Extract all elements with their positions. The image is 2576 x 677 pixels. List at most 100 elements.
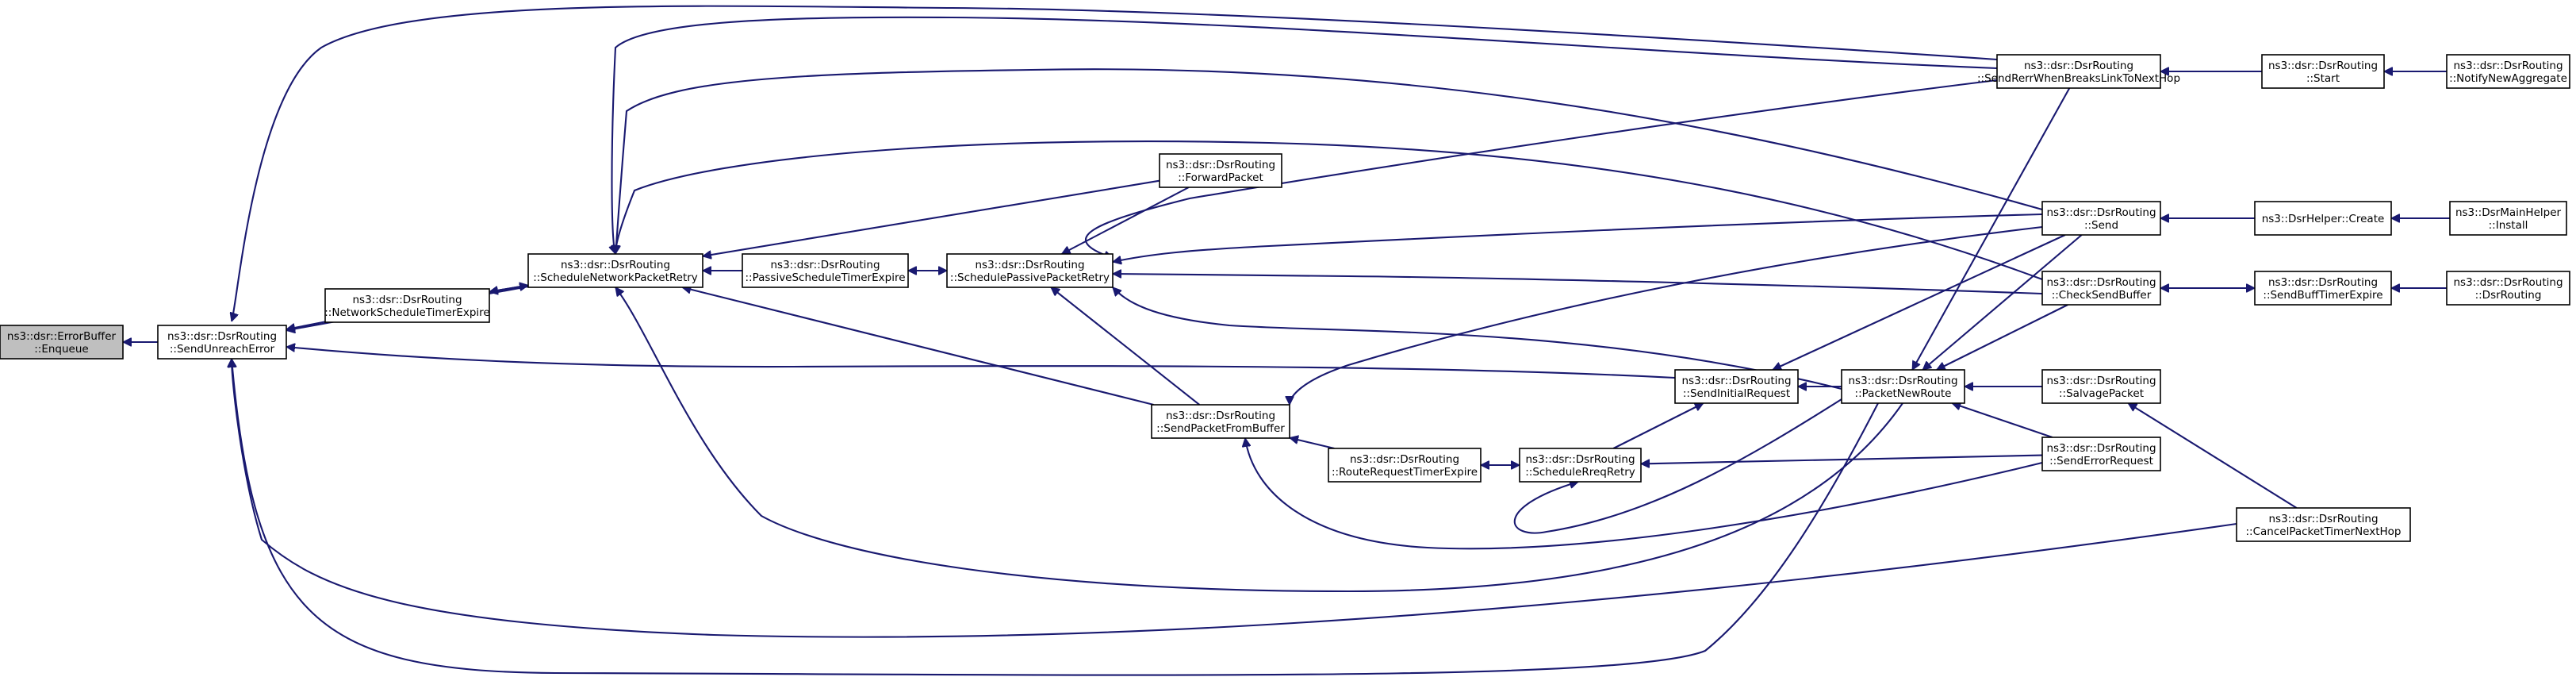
node-label: ::SendUnreachError: [170, 343, 275, 356]
call-edge: [1773, 234, 2066, 370]
node-box: [1328, 448, 1482, 483]
node-box: [527, 253, 703, 288]
call-edge: [2128, 402, 2298, 509]
graph-node[interactable]: ns3::dsr::DsrRouting::NotifyNewAggregate: [2446, 54, 2570, 89]
graph-node[interactable]: ns3::dsr::DsrRouting::NetworkScheduleTim…: [324, 288, 490, 323]
node-label: ns3::dsr::DsrRouting: [2453, 60, 2563, 72]
graph-node[interactable]: ns3::dsr::DsrRouting::SendErrorRequest: [2041, 437, 2161, 471]
graph-node[interactable]: ns3::dsr::DsrRouting::SendBuffTimerExpir…: [2254, 271, 2392, 306]
node-box: [2446, 54, 2570, 89]
node-label: ::SendRerrWhenBreaksLinkToNextHop: [1977, 72, 2180, 85]
graph-node[interactable]: ns3::dsr::DsrRouting::SendInitialRequest: [1674, 369, 1799, 404]
graph-node[interactable]: ns3::dsr::DsrRouting::SalvagePacket: [2041, 369, 2161, 404]
call-edge: [489, 285, 528, 293]
node-label: ns3::dsr::DsrRouting: [2268, 513, 2378, 525]
call-edge: [1113, 213, 2043, 262]
node-label: ns3::dsr::DsrRouting: [975, 259, 1084, 271]
node-label: ns3::DsrHelper::Create: [2262, 213, 2385, 225]
call-edge: [615, 140, 2043, 280]
node-label: ::SchedulePassivePacketRetry: [950, 271, 1110, 284]
node-label: ::CancelPacketTimerNextHop: [2245, 525, 2401, 538]
node-box: [2449, 201, 2567, 236]
node-label: ::Install: [2489, 219, 2528, 232]
call-edge: [1084, 79, 1998, 258]
node-box: [2236, 507, 2411, 542]
call-edge: [1245, 438, 2043, 550]
graph-node[interactable]: ns3::dsr::DsrRouting::SendRerrWhenBreaks…: [1977, 54, 2180, 89]
node-label: ns3::dsr::DsrRouting: [1166, 410, 1275, 422]
node-label: ns3::dsr::DsrRouting: [1525, 453, 1635, 466]
graph-node[interactable]: ns3::dsr::DsrRouting::PacketNewRoute: [1841, 369, 1965, 404]
node-box: [2041, 271, 2161, 306]
node-label: ns3::dsr::DsrRouting: [1681, 375, 1791, 387]
graph-node[interactable]: ns3::dsr::DsrRouting::SendPacketFromBuff…: [1151, 404, 1290, 439]
node-label: ::SendErrorRequest: [2049, 455, 2153, 467]
call-edge: [1290, 225, 2043, 406]
graph-node[interactable]: ns3::dsr::DsrRouting::PassiveScheduleTim…: [742, 253, 909, 288]
node-label: ns3::dsr::DsrRouting: [167, 330, 277, 343]
node-box: [2041, 437, 2161, 471]
node-label: ::NetworkScheduleTimerExpire: [324, 306, 490, 319]
call-edge: [1113, 287, 1842, 390]
call-edge: [1612, 402, 1703, 449]
call-edge: [615, 68, 2043, 254]
call-edge: [1062, 187, 1190, 255]
node-label: ns3::dsr::DsrRouting: [2046, 442, 2156, 455]
call-edge: [615, 287, 1903, 593]
node-label: ::SalvagePacket: [2059, 387, 2144, 400]
call-edge: [1952, 403, 2053, 438]
node-box: [2041, 201, 2161, 236]
call-edge: [232, 5, 1998, 321]
call-edge: [1051, 287, 1201, 406]
node-label: ::Start: [2306, 72, 2340, 85]
node-label: ns3::dsr::DsrRouting: [352, 294, 462, 306]
graph-node[interactable]: ns3::dsr::DsrRouting::ScheduleRreqRetry: [1519, 448, 1642, 483]
node-box: [2254, 201, 2392, 236]
node-box: [1674, 369, 1799, 404]
graph-node[interactable]: ns3::dsr::DsrRouting::SendUnreachError: [157, 325, 287, 360]
node-label: ns3::dsr::DsrRouting: [1166, 159, 1275, 171]
graph-node[interactable]: ns3::dsr::DsrRouting::ForwardPacket: [1159, 153, 1282, 188]
graph-node[interactable]: ns3::DsrMainHelper::Install: [2449, 201, 2567, 236]
call-edge: [703, 179, 1160, 256]
node-label: ::Enqueue: [34, 343, 88, 356]
graph-node[interactable]: ns3::dsr::DsrRouting::Send: [2041, 201, 2161, 236]
node-box: [0, 325, 124, 360]
graph-node[interactable]: ns3::dsr::DsrRouting::RouteRequestTimerE…: [1328, 448, 1482, 483]
call-edge: [1513, 398, 1842, 534]
graph-node[interactable]: ns3::dsr::DsrRouting::DsrRouting: [2446, 271, 2570, 306]
node-label: ::DsrRouting: [2475, 289, 2542, 302]
node-label: ns3::DsrMainHelper: [2455, 206, 2562, 219]
graph-node[interactable]: ns3::dsr::DsrRouting::Start: [2261, 54, 2385, 89]
graph-node[interactable]: ns3::dsr::DsrRouting::CancelPacketTimerN…: [2236, 507, 2411, 542]
call-edge: [612, 16, 1998, 254]
call-edge: [682, 287, 1154, 406]
node-box: [1151, 404, 1290, 439]
edges-layer: [123, 5, 2450, 676]
node-label: ns3::dsr::DsrRouting: [2268, 276, 2378, 289]
node-label: ns3::dsr::DsrRouting: [2024, 60, 2133, 72]
call-edge: [1911, 87, 2071, 370]
node-label: ns3::dsr::ErrorBuffer: [7, 330, 117, 343]
call-edge: [232, 359, 2237, 638]
graph-node[interactable]: ns3::dsr::ErrorBuffer::Enqueue: [0, 325, 124, 360]
node-label: ns3::dsr::DsrRouting: [1350, 453, 1459, 466]
node-label: ::PassiveScheduleTimerExpire: [745, 271, 905, 284]
call-edge: [1641, 454, 2043, 464]
node-label: ns3::dsr::DsrRouting: [2046, 276, 2156, 289]
node-box: [157, 325, 287, 360]
call-edge: [286, 347, 1676, 379]
node-label: ::Send: [2084, 219, 2118, 232]
node-label: ns3::dsr::DsrRouting: [1848, 375, 1957, 387]
call-edge: [1290, 438, 1335, 450]
graph-node[interactable]: ns3::dsr::DsrRouting::ScheduleNetworkPac…: [527, 253, 703, 288]
call-edge: [232, 359, 1879, 676]
graph-node[interactable]: ns3::DsrHelper::Create: [2254, 201, 2392, 236]
node-box: [2254, 271, 2392, 306]
call-edge: [1937, 304, 2068, 371]
graph-node[interactable]: ns3::dsr::DsrRouting::CheckSendBuffer: [2041, 271, 2161, 306]
node-box: [2041, 369, 2161, 404]
graph-node[interactable]: ns3::dsr::DsrRouting::SchedulePassivePac…: [946, 253, 1114, 288]
call-edge: [1113, 274, 2043, 295]
